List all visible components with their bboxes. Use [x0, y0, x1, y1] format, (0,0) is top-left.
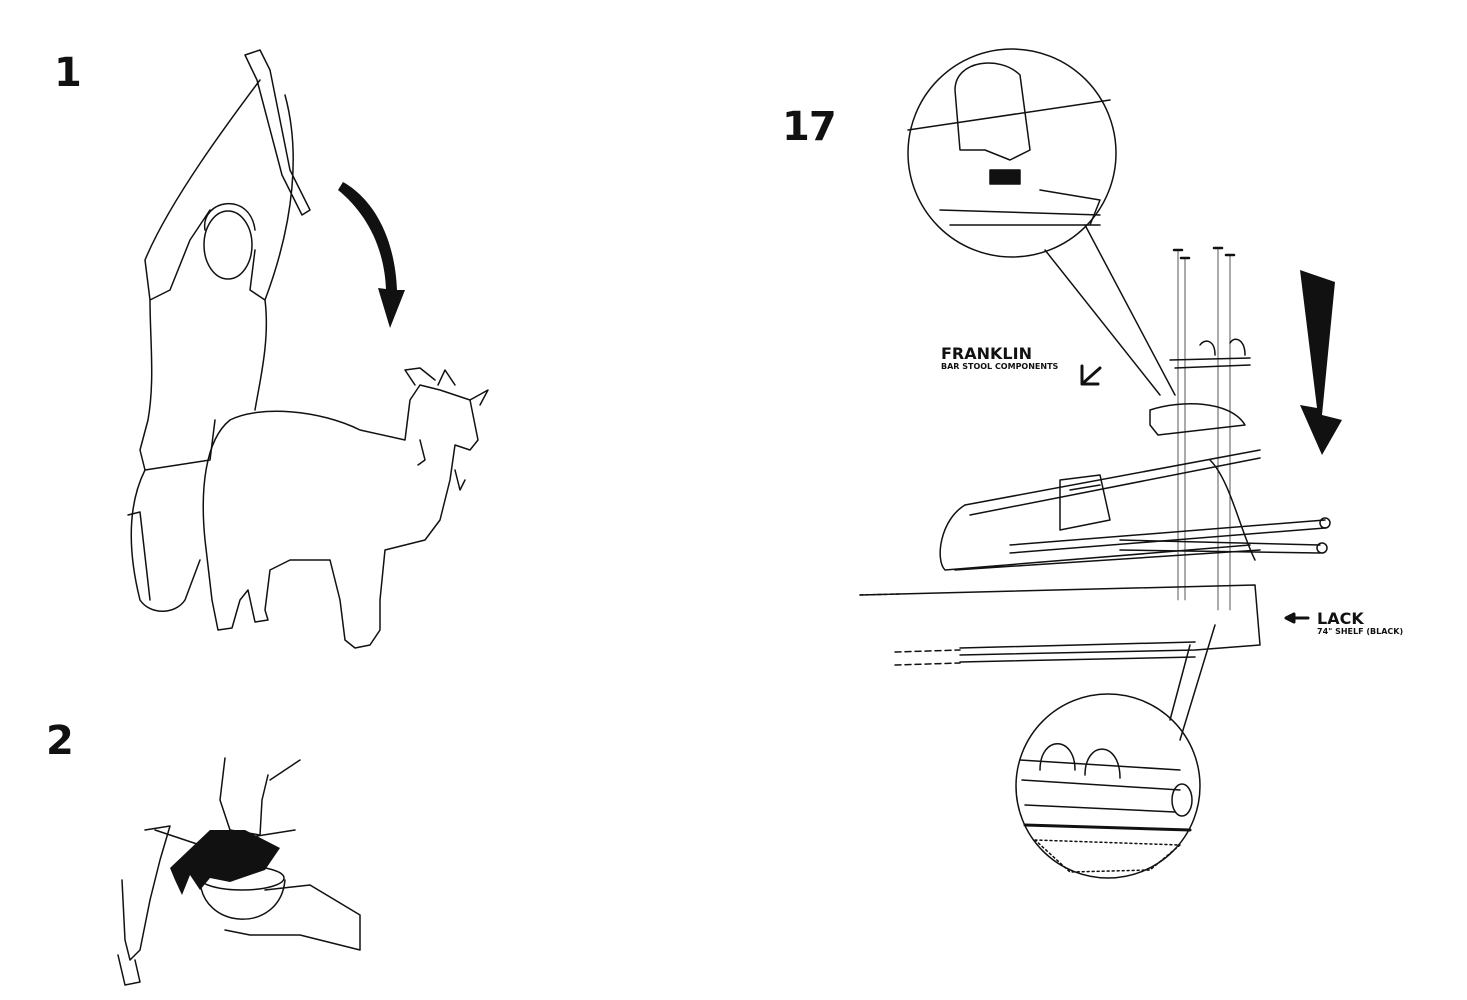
goat-figure: [202, 367, 489, 649]
arrow-up-left-icon: [1080, 364, 1102, 386]
arrow-left-icon: [1284, 612, 1310, 624]
franklin-label-subtitle: BAR STOOL COMPONENTS: [941, 362, 1059, 371]
woman-figure: [127, 49, 311, 612]
lack-label-subtitle: 74" SHELF (BLACK): [1317, 627, 1404, 636]
step-number-2: 2: [46, 718, 74, 764]
stool-frame: [939, 449, 1331, 571]
callout-lines-top: [1044, 224, 1176, 396]
inset-circle-bottom: [1015, 693, 1201, 879]
step-number-17: 17: [782, 104, 837, 150]
blood-fabric: [170, 830, 280, 895]
bracket: [1169, 338, 1251, 369]
inset-circle-top: [907, 48, 1117, 258]
step-number-1: 1: [54, 50, 82, 96]
downward-arrow-step1: [338, 182, 405, 328]
lack-label-title: LACK: [1317, 609, 1364, 628]
bowl-scene: [117, 757, 361, 986]
seat: [1149, 403, 1246, 436]
callout-lines-bottom: [1169, 624, 1216, 741]
lack-shelf: [859, 584, 1261, 666]
franklin-label-title: FRANKLIN: [941, 344, 1032, 363]
downward-arrow-step17: [1300, 270, 1342, 455]
screws: [1172, 246, 1236, 611]
